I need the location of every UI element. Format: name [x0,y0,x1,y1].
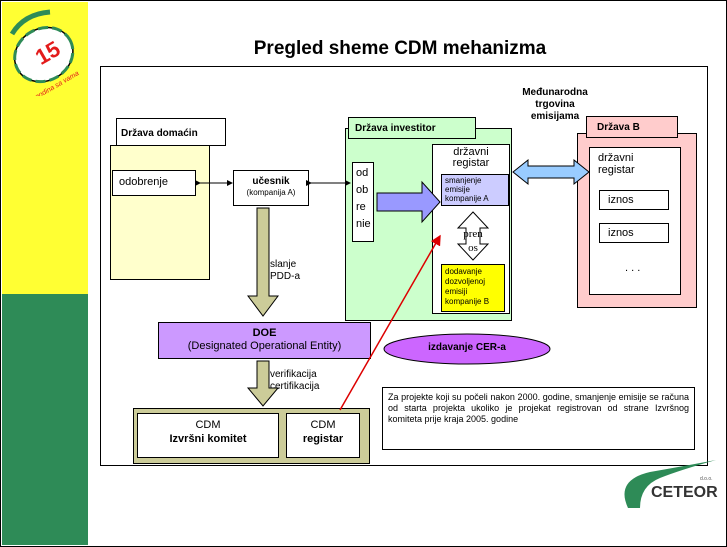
amount-box-1: iznos [599,190,669,210]
amount-box-2: iznos [599,223,669,243]
doe-title: DOE [252,327,277,339]
country-b-registry-line2: registar [598,164,635,176]
host-country-label: Država domaćin [121,128,198,139]
arrow-transfer [456,211,490,261]
ceteor-logo: CETEOR [651,484,718,501]
host-approval-label: odobrenje [119,176,168,188]
intl-line1: Međunarodna [522,87,588,98]
country-b-header: Država B [586,116,678,138]
cdm-exec-line2: Izvršni komitet [169,433,247,445]
participant-box: učesnik (kompanija A) [233,170,309,206]
transfer-line2: os [468,242,478,254]
investor-approval-2: ob [356,184,369,196]
country-b-registry: državni registar [589,147,681,295]
investor-approval-1: od [356,167,369,179]
sending-line2: PDD-a [270,271,301,282]
verification-line1: verifikacija [270,369,317,380]
page-title: Pregled sheme CDM mehanizma [253,38,547,59]
reduction-line2: emisije [445,185,470,194]
anniversary-logo: 15 godina sa vama [9,9,80,96]
note-box: Za projekte koji su počeli nakon 2000. g… [382,387,695,450]
cdm-exec-box: CDM Izvršni komitet [137,413,279,458]
verification-line2: certifikacija [270,381,320,392]
cer-label: izdavanje CER-a [428,342,506,353]
investor-approval-box: od ob re nie [352,162,374,242]
sending-label: slanje PDD-a [270,259,300,283]
host-country-header: Država domaćin [116,118,226,146]
cdm-registry-line2: registar [302,433,344,445]
cer-ellipse [383,333,551,365]
arrow-international [512,158,590,186]
arrow-cer-issuance [339,234,441,411]
left-stripe-green [2,294,88,545]
country-b-registry-line1: državni [598,152,634,164]
investor-country-label: Država investitor [355,123,436,134]
investor-country-header: Država investitor [348,117,476,139]
intl-trading-label: Međunarodna trgovina emisijama [505,87,605,123]
reduction-box: smanjenje emisije kompanije A [441,174,509,206]
investor-registry-line2: registar [452,157,490,169]
cdm-registry-box: CDM registar [286,413,360,458]
host-approval-box: odobrenje [112,170,196,196]
adding-box: dodavanje dozvoljenoj emisiji kompanije … [441,264,505,312]
intl-line3: emisijama [530,111,580,122]
transfer-line1: pren [463,228,483,240]
ceteor-swoosh [624,460,716,508]
investor-approval-4: nie [356,218,371,230]
sending-line1: slanje [270,259,297,270]
country-b-dots: . . . [625,262,641,274]
adding-line4: kompanije B [445,297,490,306]
host-country-shadow [110,145,210,280]
verification-label: verifikacija certifikacija [270,369,319,393]
participant-label: učesnik [252,176,290,187]
adding-line3: emisiji [445,287,468,296]
adding-line1: dodavanje [445,267,482,276]
doe-sub: (Designated Operational Entity) [187,340,342,352]
intl-line2: trgovina [535,99,575,110]
ceteor-suffix: d.o.o. [700,476,713,482]
arrow-send-pdd [247,207,279,317]
investor-approval-3: re [356,201,366,213]
adding-line2: dozvoljenoj [445,277,486,286]
cdm-registry-line1: CDM [310,419,336,431]
arrow-approval-reduction [376,180,441,224]
reduction-line1: smanjenje [445,176,482,185]
participant-sub: (kompanija A) [246,188,296,197]
arrow-verification [246,360,280,407]
transfer-label: pren os [454,227,492,255]
country-b-label: Država B [597,122,640,133]
reduction-line3: kompanije A [445,194,489,203]
cdm-exec-line1: CDM [195,419,221,431]
investor-registry-line1: državni [453,146,489,158]
doe-box: DOE (Designated Operational Entity) [158,322,371,359]
